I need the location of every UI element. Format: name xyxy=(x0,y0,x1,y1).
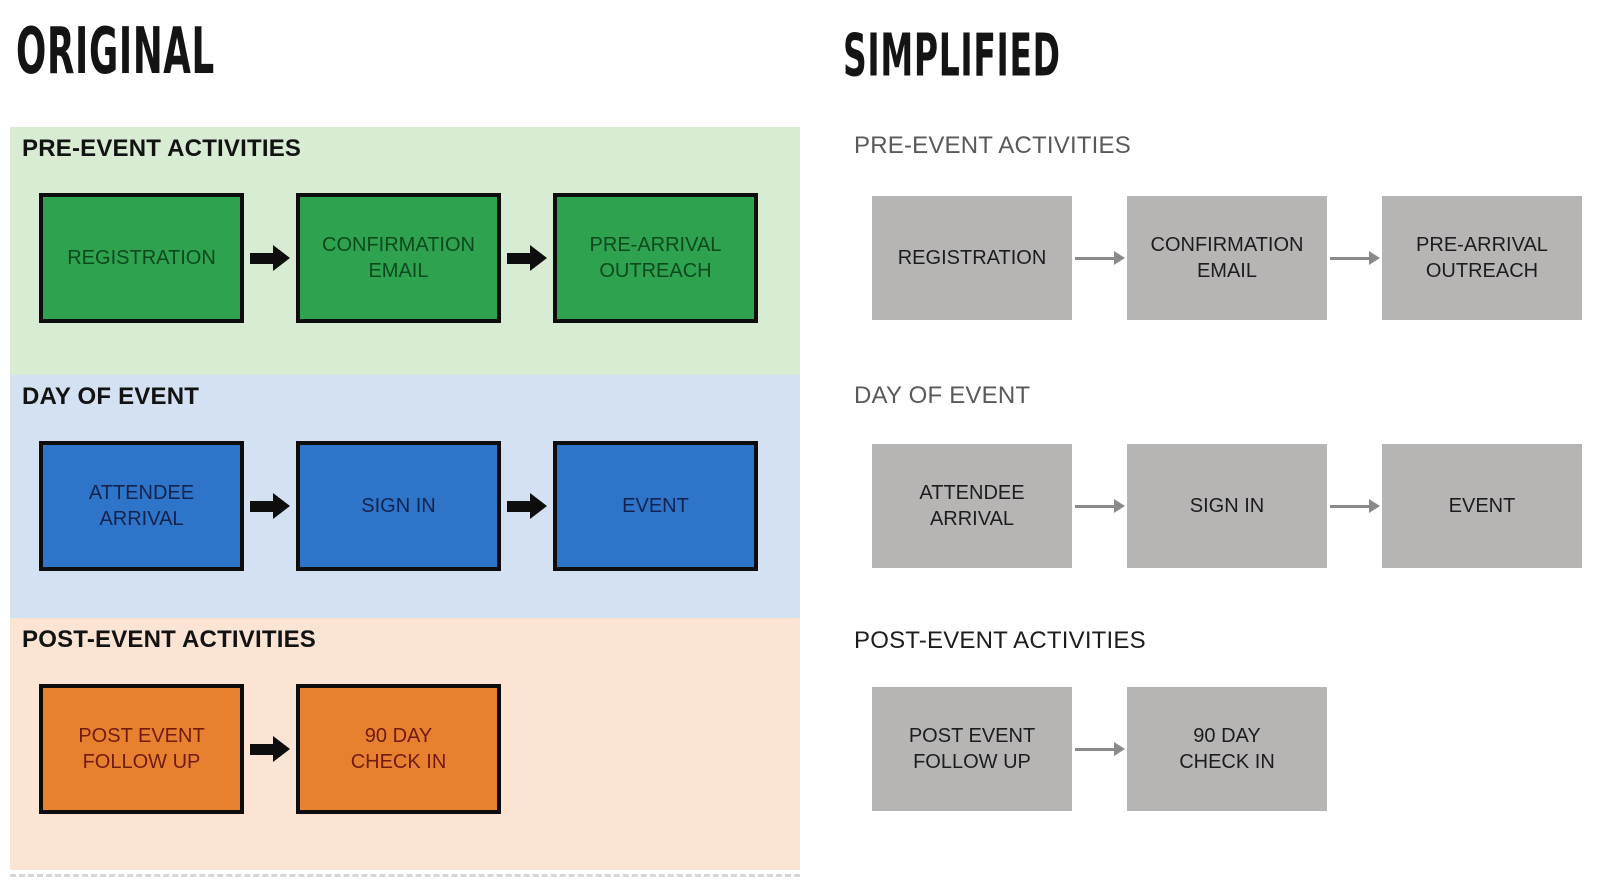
flow-row-post-event: POST EVENT FOLLOW UP 90 DAY CHECK IN xyxy=(39,684,501,814)
flow-box-attendee-arrival: ATTENDEE ARRIVAL xyxy=(39,441,244,571)
flow-box-90-day-check-in: 90 DAY CHECK IN xyxy=(296,684,501,814)
flow-box-post-event-follow-up: POST EVENT FOLLOW UP xyxy=(39,684,244,814)
original-pre-event-section: PRE-EVENT ACTIVITIES REGISTRATION CONFIRM… xyxy=(10,127,800,375)
arrow-right-icon xyxy=(1072,742,1127,756)
arrow-right-icon xyxy=(1072,251,1127,265)
arrow-right-icon xyxy=(244,736,296,762)
flow-box-confirmation-email: CONFIRMATION EMAIL xyxy=(296,193,501,323)
arrow-right-icon xyxy=(244,493,296,519)
flow-box-90-day-check-in: 90 DAY CHECK IN xyxy=(1127,687,1327,811)
flow-box-event: EVENT xyxy=(553,441,758,571)
flow-row-day-of-event: ATTENDEE ARRIVAL SIGN IN EVENT xyxy=(39,441,758,571)
arrow-right-icon xyxy=(501,493,553,519)
original-day-of-event-section: DAY OF EVENT ATTENDEE ARRIVAL SIGN IN EVEN… xyxy=(10,375,800,618)
original-pre-event-heading: PRE-EVENT ACTIVITIES xyxy=(22,135,302,162)
flow-box-pre-arrival-outreach: PRE-ARRIVAL OUTREACH xyxy=(553,193,758,323)
original-post-event-heading: POST-EVENT ACTIVITIES xyxy=(22,626,317,653)
flow-box-confirmation-email: CONFIRMATION EMAIL xyxy=(1127,196,1327,320)
flow-box-sign-in: SIGN IN xyxy=(296,441,501,571)
flow-row-pre-event: REGISTRATION CONFIRMATION EMAIL PRE-ARRIVA… xyxy=(39,193,758,323)
flow-box-attendee-arrival: ATTENDEE ARRIVAL xyxy=(872,444,1072,568)
flow-box-sign-in: SIGN IN xyxy=(1127,444,1327,568)
simplified-title: SIMPLIFIED xyxy=(843,21,1061,90)
simplified-post-event-heading: POST-EVENT ACTIVITIES xyxy=(854,627,1146,654)
flow-box-event: EVENT xyxy=(1382,444,1582,568)
cropped-edge-dashes xyxy=(10,874,800,877)
arrow-right-icon xyxy=(1072,499,1127,513)
flow-box-registration: REGISTRATION xyxy=(39,193,244,323)
arrow-right-icon xyxy=(1327,499,1382,513)
arrow-right-icon xyxy=(244,245,296,271)
simplified-pre-event-heading: PRE-EVENT ACTIVITIES xyxy=(854,132,1131,159)
original-panel: PRE-EVENT ACTIVITIES REGISTRATION CONFIRM… xyxy=(10,127,800,870)
simplified-day-of-event-heading: DAY OF EVENT xyxy=(854,382,1031,409)
flow-box-post-event-follow-up: POST EVENT FOLLOW UP xyxy=(872,687,1072,811)
original-day-of-event-heading: DAY OF EVENT xyxy=(22,383,200,410)
original-post-event-section: POST-EVENT ACTIVITIES POST EVENT FOLLOW … xyxy=(10,618,800,870)
flow-row-pre-event-simplified: REGISTRATION CONFIRMATION EMAIL PRE-ARRIVA… xyxy=(872,196,1582,320)
flow-row-post-event-simplified: POST EVENT FOLLOW UP 90 DAY CHECK IN xyxy=(872,687,1327,811)
flow-row-day-of-event-simplified: ATTENDEE ARRIVAL SIGN IN EVENT xyxy=(872,444,1582,568)
original-title: ORIGINAL xyxy=(16,14,215,89)
flow-box-registration: REGISTRATION xyxy=(872,196,1072,320)
arrow-right-icon xyxy=(501,245,553,271)
arrow-right-icon xyxy=(1327,251,1382,265)
flow-box-pre-arrival-outreach: PRE-ARRIVAL OUTREACH xyxy=(1382,196,1582,320)
